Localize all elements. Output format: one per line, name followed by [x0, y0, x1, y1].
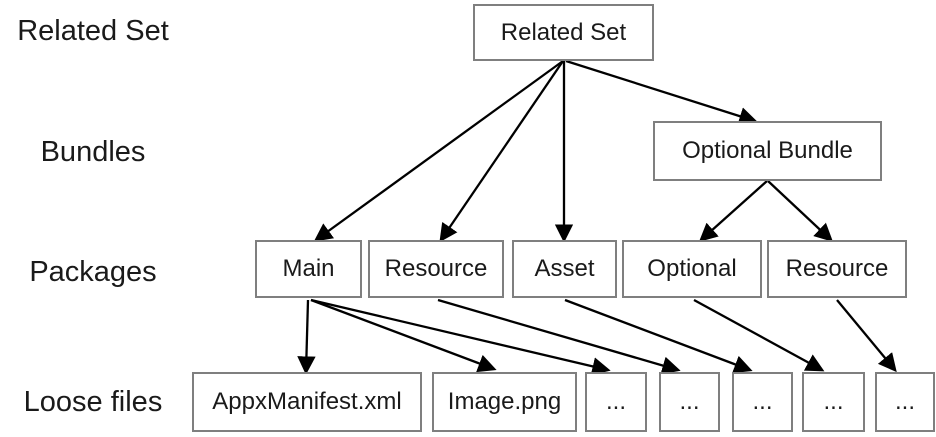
edge-resource_package_2-to-loose_file_5 — [836, 299, 897, 373]
row-label-bundles: Bundles — [40, 136, 146, 168]
row-label-loose-files: Loose files — [23, 386, 163, 418]
edge-asset_package-to-loose_file_3 — [564, 298, 753, 374]
node-asset-package: Asset — [512, 240, 617, 298]
edge-main_package-to-loose_file_1 — [310, 298, 611, 376]
node-loose-file-5: ... — [875, 372, 935, 432]
edge-related_set-to-optional_bundle — [565, 59, 758, 126]
node-resource-package-2: Resource — [767, 240, 907, 298]
edge-main_package-to-image_png — [310, 298, 497, 373]
node-loose-file-2: ... — [659, 372, 720, 432]
node-loose-file-1: ... — [585, 372, 647, 432]
edge-optional_package-to-loose_file_4 — [693, 298, 825, 372]
node-loose-file-3: ... — [732, 372, 793, 432]
node-related-set: Related Set — [473, 4, 654, 61]
row-label-related-set: Related Set — [17, 15, 169, 47]
row-label-packages: Packages — [29, 256, 157, 288]
edge-optional_bundle-to-optional_package — [698, 180, 768, 242]
node-optional-package: Optional — [622, 240, 762, 298]
edge-resource_package-to-loose_file_2 — [437, 298, 681, 375]
node-loose-file-4: ... — [802, 372, 865, 432]
edge-related_set-to-resource_package — [439, 60, 564, 243]
node-appx-manifest: AppxManifest.xml — [192, 372, 422, 432]
edge-optional_bundle-to-resource_package_2 — [767, 180, 834, 242]
node-optional-bundle: Optional Bundle — [653, 121, 882, 181]
node-image-png: Image.png — [432, 372, 577, 432]
edge-main_package-to-appx_manifest — [297, 299, 316, 375]
node-resource-package: Resource — [368, 240, 504, 298]
edge-related_set-to-main_package — [313, 60, 564, 242]
node-main-package: Main — [255, 240, 362, 298]
